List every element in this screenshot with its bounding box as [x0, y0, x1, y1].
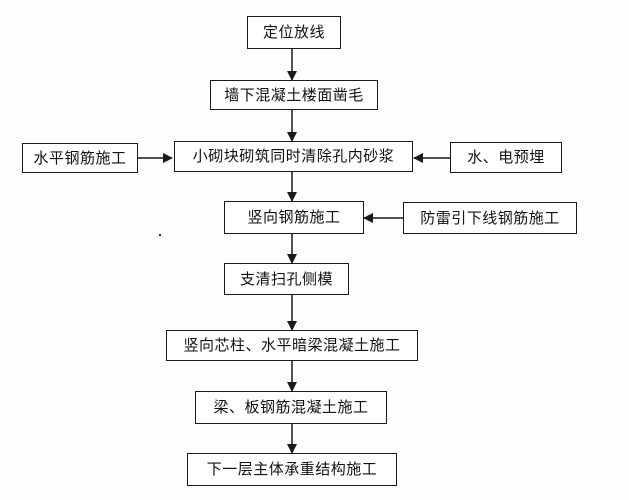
step-block-masonry: 小砌块砌筑同时清除孔内砂浆: [174, 141, 413, 172]
step-next-floor-structure: 下一层主体承重结构施工: [187, 453, 397, 486]
input-lightning-rebar: 防雷引下线钢筋施工: [403, 202, 577, 234]
step-cleanout-formwork: 支清扫孔侧模: [224, 263, 349, 295]
step-slab-roughening: 墙下混凝土楼面凿毛: [210, 80, 378, 110]
step-vertical-rebar: 竖向钢筋施工: [224, 201, 364, 234]
step-core-column-concrete: 竖向芯柱、水平暗梁混凝土施工: [166, 330, 418, 361]
step-beam-slab-concrete: 梁、板钢筋混凝土施工: [195, 391, 387, 424]
input-water-electric: 水、电预埋: [450, 142, 562, 173]
stray-dot-mark: [159, 234, 161, 236]
input-horizontal-rebar: 水平钢筋施工: [22, 143, 138, 173]
step-setting-out: 定位放线: [247, 16, 341, 49]
